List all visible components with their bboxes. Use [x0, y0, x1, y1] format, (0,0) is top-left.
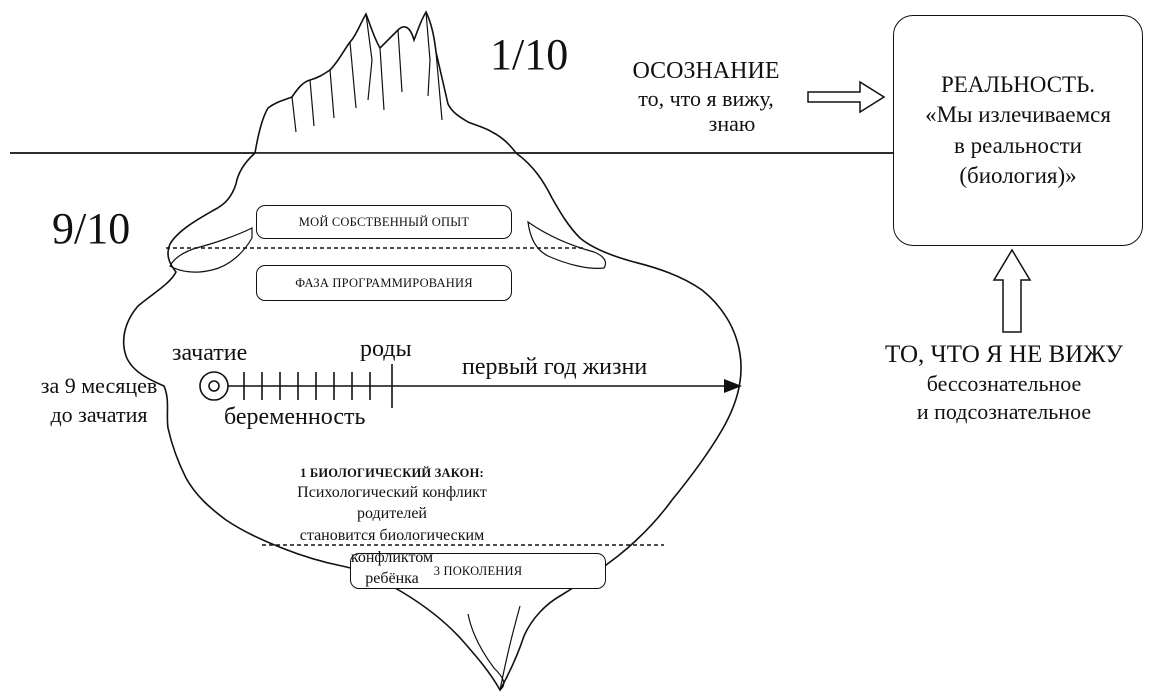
three-generations-box: 3 ПОКОЛЕНИЯ: [350, 553, 606, 589]
awareness-line2: знаю: [708, 110, 756, 136]
right-fold: [527, 220, 607, 269]
law-line2: становится биологическим конфликтом: [299, 527, 485, 566]
conception-circle-inner: [208, 380, 220, 392]
arrow-right-icon: [807, 80, 886, 114]
unseen-line1: бессознательное: [926, 371, 1082, 396]
bottom-fold: [467, 605, 521, 691]
programming-phase-box: ФАЗА ПРОГРАММИРОВАНИЯ: [256, 265, 512, 301]
birth-label: роды: [360, 336, 412, 362]
law-line1: Психологический конфликт родителей: [297, 483, 487, 523]
own-experience-box: МОЙ СОБСТВЕННЫЙ ОПЫТ: [256, 205, 512, 239]
left-fold: [169, 227, 253, 273]
reality-line3: (биология)»: [959, 162, 1077, 188]
law-line3: ребёнка: [365, 570, 419, 588]
tip-crevices: [291, 11, 443, 133]
awareness-title: ОСОЗНАНИЕ: [632, 58, 780, 84]
reality-line2: в реальности: [954, 132, 1082, 158]
timeline-arrowhead: [724, 379, 742, 393]
fraction-bottom: 9/10: [52, 204, 131, 253]
awareness-block: ОСОЗНАНИЕ то, что я вижу, знаю: [598, 58, 814, 136]
reality-box: РЕАЛЬНОСТЬ. «Мы излечиваемся в реальност…: [893, 15, 1143, 246]
before-line2: до зачатия: [50, 401, 148, 427]
awareness-line1: то, что я вижу,: [638, 85, 774, 111]
before-conception-label: за 9 месяцев до зачатия: [14, 372, 184, 429]
conception-label: зачатие: [172, 340, 248, 366]
month-ticks: [243, 364, 393, 408]
pregnancy-label: беременность: [224, 404, 366, 430]
unseen-block: ТО, ЧТО Я НЕ ВИЖУ бессознательное и подс…: [856, 340, 1152, 425]
first-year-label: первый год жизни: [462, 354, 648, 380]
before-line1: за 9 месяцев: [40, 373, 158, 398]
reality-line1: «Мы излечиваемся: [925, 102, 1111, 128]
reality-title: РЕАЛЬНОСТЬ.: [940, 71, 1096, 97]
fraction-top: 1/10: [490, 30, 569, 79]
law-heading: 1 БИОЛОГИЧЕСКИЙ ЗАКОН:: [300, 466, 484, 480]
unseen-title: ТО, ЧТО Я НЕ ВИЖУ: [885, 341, 1123, 368]
arrow-up-icon: [992, 248, 1032, 333]
iceberg-tip: [254, 10, 518, 154]
unseen-line2: и подсознательное: [916, 398, 1092, 424]
biological-law: 1 БИОЛОГИЧЕСКИЙ ЗАКОН: Психологический к…: [262, 465, 522, 590]
